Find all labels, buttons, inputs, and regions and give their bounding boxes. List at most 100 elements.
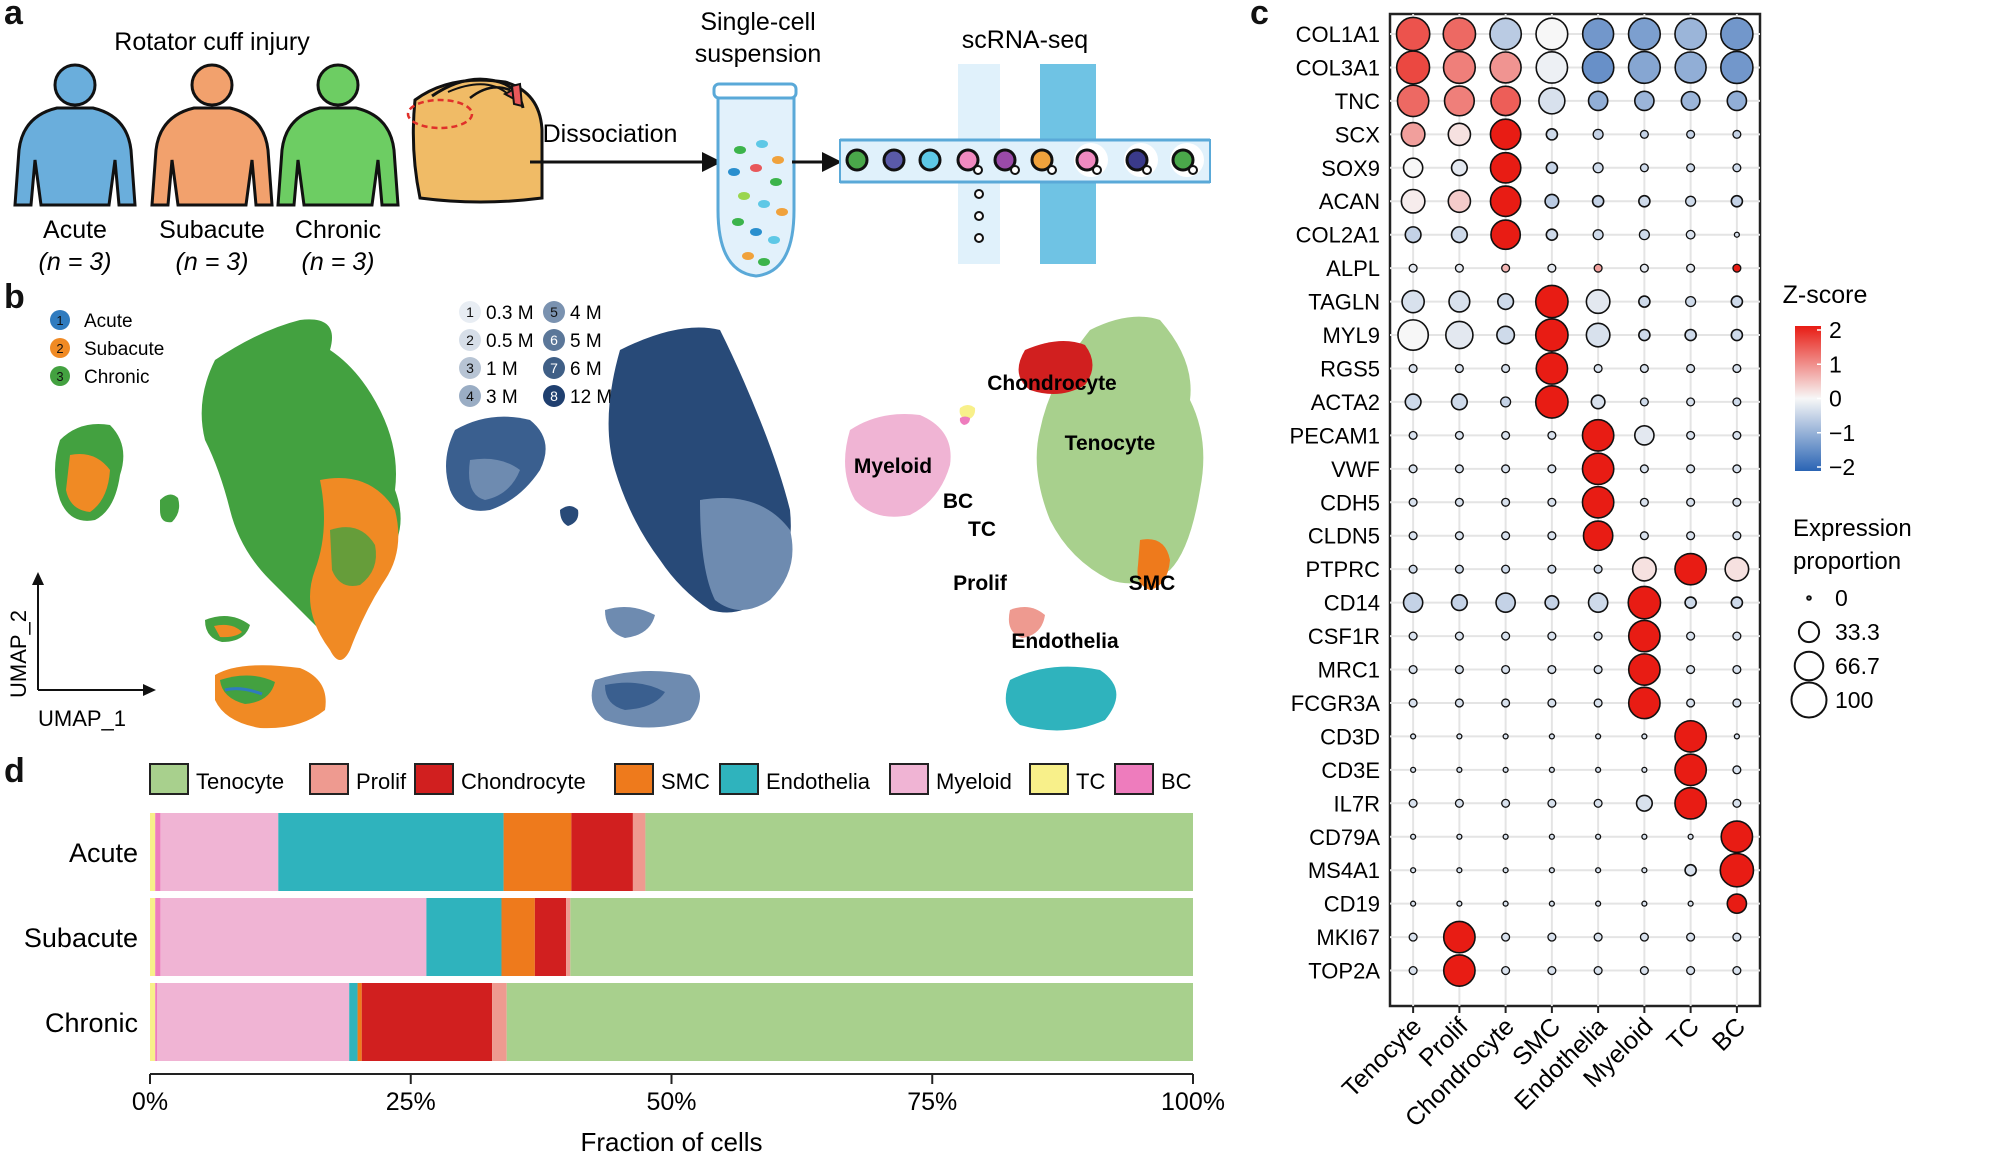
chip-bead <box>956 148 983 175</box>
dot <box>1587 592 1609 614</box>
group-name-acute: Acute <box>43 216 107 244</box>
cluster-label-myeloid: Myeloid <box>854 455 932 478</box>
dot <box>1502 766 1509 773</box>
tube-cell <box>738 192 750 200</box>
tube-cell <box>728 168 740 176</box>
proportion-tick: 66.7 <box>1835 653 1880 679</box>
dot <box>1726 893 1748 915</box>
dot <box>1547 932 1557 942</box>
cluster-label-prolif: Prolif <box>953 572 1008 595</box>
shoulder-illustration <box>406 77 544 204</box>
dot <box>1587 90 1609 112</box>
bar-segment-chondrocyte <box>571 813 633 891</box>
chip-bead <box>1074 143 1108 177</box>
dot <box>1593 698 1603 708</box>
dot <box>1639 163 1649 173</box>
dot <box>1410 766 1417 773</box>
time-dot <box>543 385 565 407</box>
dot <box>1684 596 1697 609</box>
legend-label: BC <box>1161 769 1192 794</box>
time-label: 1 M <box>486 359 518 380</box>
dot <box>1535 50 1569 84</box>
dot <box>1593 631 1603 641</box>
dot <box>1732 664 1742 675</box>
legend-label: Tenocyte <box>196 769 284 794</box>
dot <box>1680 90 1701 111</box>
dot <box>1686 397 1696 407</box>
bar-segment-tc <box>150 898 156 976</box>
dot <box>1408 263 1418 273</box>
x-tick-label: 0% <box>132 1088 168 1116</box>
dot <box>1732 965 1742 976</box>
dot <box>1501 564 1511 574</box>
panel-a-title: Rotator cuff injury <box>114 28 310 56</box>
dot <box>1501 363 1511 374</box>
celltype-label: Tenocyte <box>1337 1012 1428 1103</box>
gene-label: CD19 <box>1324 892 1380 917</box>
dot <box>1501 430 1511 440</box>
dot <box>1404 226 1422 244</box>
legend-swatch <box>889 763 929 795</box>
dot <box>1454 531 1464 541</box>
dot <box>1400 188 1426 214</box>
dot <box>1726 90 1748 112</box>
panel-letter-a: a <box>4 0 23 32</box>
dot <box>1639 497 1649 507</box>
dot <box>1454 798 1464 808</box>
dot <box>1684 863 1697 877</box>
dot <box>1454 497 1464 507</box>
bar-segment-endothelia <box>426 898 502 976</box>
dot <box>1720 820 1754 854</box>
dot <box>1590 394 1606 410</box>
bar-segment-prolif <box>492 983 507 1061</box>
bar-category-label: Acute <box>69 838 138 868</box>
dot <box>1593 363 1603 374</box>
dot <box>1732 932 1742 942</box>
dot <box>1408 430 1418 440</box>
legend-number: 3 <box>56 369 63 384</box>
suspension-label-line2: suspension <box>695 40 821 68</box>
proportion-tick: 33.3 <box>1835 619 1880 645</box>
dot <box>1595 833 1602 840</box>
gene-label: VWF <box>1331 457 1380 482</box>
dot <box>1501 798 1511 808</box>
dot <box>1454 698 1464 708</box>
dot <box>1450 393 1469 411</box>
time-number: 3 <box>466 360 474 376</box>
umap-by-time <box>446 327 793 728</box>
bar-segment-myeloid <box>157 983 350 1061</box>
zscore-tick: −2 <box>1829 454 1855 480</box>
gene-label: COL2A1 <box>1296 223 1380 248</box>
dot <box>1547 664 1557 675</box>
dot <box>1686 497 1696 507</box>
dot <box>1408 798 1418 808</box>
legend-item-bc: BC <box>1114 763 1192 795</box>
tube-illustration <box>712 82 798 278</box>
dot <box>1685 295 1697 308</box>
chip-bead <box>845 148 869 172</box>
dot <box>1627 653 1661 686</box>
dot <box>1686 698 1696 708</box>
proportion-legend-dot <box>1806 595 1812 601</box>
legend-dot-chronic <box>50 366 70 386</box>
body-silhouette-acute <box>13 63 137 207</box>
dot <box>1456 733 1463 740</box>
dot <box>1641 733 1648 740</box>
time-dot <box>459 329 481 351</box>
legend-label-chronic: Chronic <box>84 367 149 388</box>
umap-by-group <box>55 319 401 729</box>
chip-bead <box>918 148 942 172</box>
dot <box>1501 965 1511 976</box>
dot <box>1410 833 1417 840</box>
bar-segment-endothelia <box>278 813 504 891</box>
dot <box>1635 794 1654 812</box>
dot <box>1501 531 1511 541</box>
gene-label: MKI67 <box>1316 925 1380 950</box>
dot <box>1732 497 1742 507</box>
dot <box>1501 497 1511 507</box>
dot <box>1686 163 1696 173</box>
legend-swatch <box>719 763 759 795</box>
gene-label: FCGR3A <box>1291 691 1381 716</box>
time-dot <box>459 357 481 379</box>
